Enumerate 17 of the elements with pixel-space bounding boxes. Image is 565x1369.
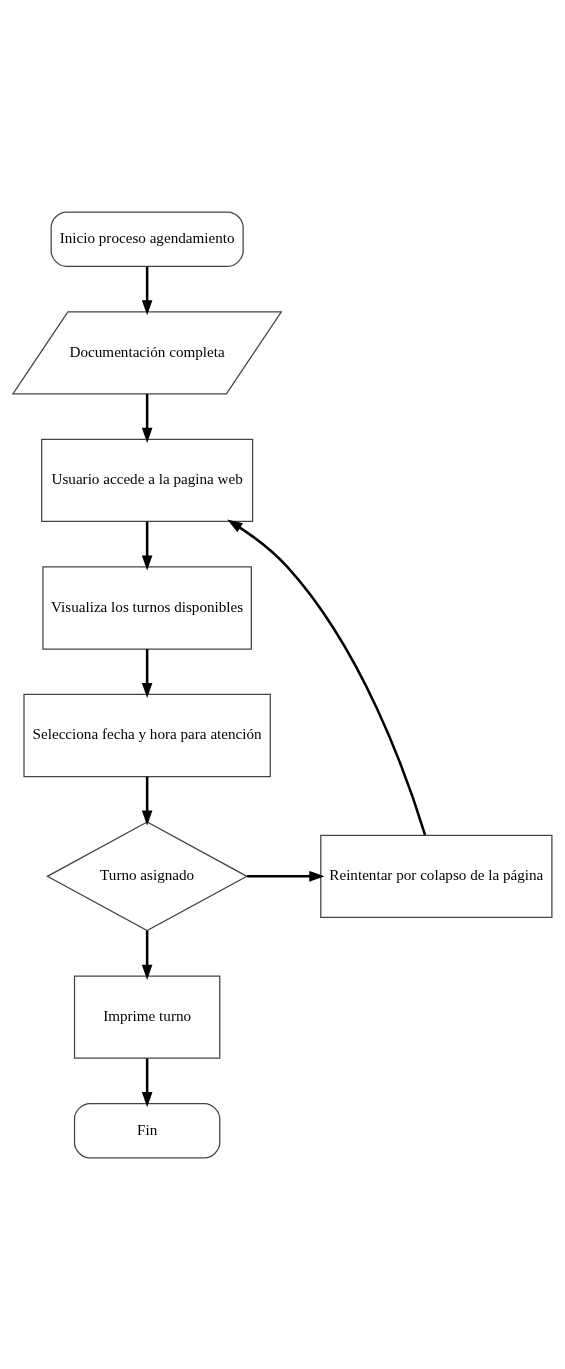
node-box: Visualiza los turnos disponibles: [42, 565, 252, 650]
arrow: [141, 776, 153, 826]
node-box: Fin: [73, 1102, 221, 1159]
node-box: Inicio proceso agendamiento: [50, 210, 244, 267]
node-box: Usuario accede a la pagina web: [41, 438, 254, 522]
arrow: [141, 648, 153, 698]
arrow: [141, 930, 153, 980]
arrow: [141, 1058, 153, 1107]
arrow: [247, 870, 325, 882]
node-box: Selecciona fecha y hora para atención: [23, 693, 271, 777]
arrow: [141, 266, 153, 315]
node-diamond: Turno asignado: [46, 820, 249, 931]
arrow: [141, 521, 153, 571]
node-box: Reintentar por colapso de la página: [320, 834, 553, 918]
arrow: [141, 393, 153, 443]
node-box: Imprime turno: [73, 974, 221, 1059]
arrow: [227, 519, 427, 835]
